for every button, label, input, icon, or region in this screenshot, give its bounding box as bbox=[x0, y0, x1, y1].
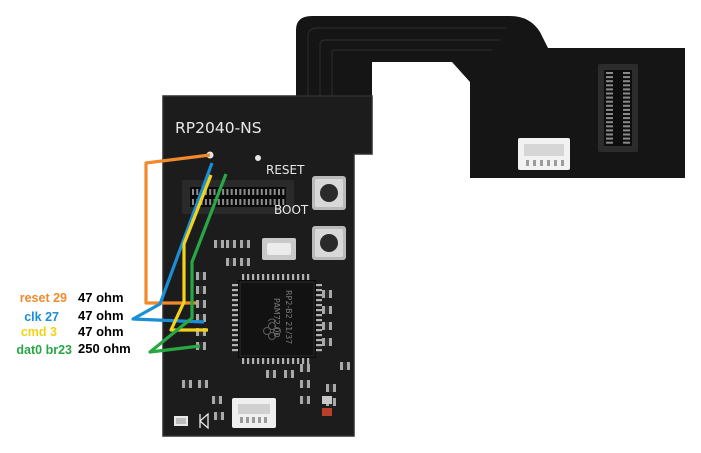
b2b-connector bbox=[182, 180, 294, 214]
chip-marking-1: RP2-B2 21/37 bbox=[284, 290, 293, 344]
wire-clk bbox=[131, 162, 214, 324]
flex-cable bbox=[296, 16, 685, 178]
chip-marking-2: PAM72.00 bbox=[272, 298, 281, 338]
reset-label: RESET bbox=[266, 163, 305, 177]
reset-button[interactable] bbox=[312, 176, 346, 210]
flex-connector bbox=[598, 64, 638, 152]
wiring-overlay bbox=[131, 153, 228, 354]
boot-button[interactable] bbox=[312, 226, 346, 260]
bottom-connector bbox=[232, 398, 276, 428]
wire-dat0 bbox=[148, 173, 228, 354]
board-title: RP2040-NS bbox=[175, 119, 262, 137]
raspberry-logo-icon bbox=[263, 318, 281, 340]
rp2040-chip: RP2-B2 21/37 PAM72.00 bbox=[232, 274, 322, 364]
via-dot bbox=[255, 155, 261, 161]
flex-socket bbox=[518, 138, 570, 170]
passive-components bbox=[182, 240, 350, 420]
boot-label: BOOT bbox=[274, 203, 309, 217]
wire-reset bbox=[144, 153, 211, 305]
crystal-oscillator bbox=[262, 238, 296, 260]
connector-pins bbox=[606, 72, 630, 144]
wire-cmd bbox=[169, 174, 213, 332]
pcb bbox=[162, 95, 373, 437]
led bbox=[174, 412, 209, 430]
